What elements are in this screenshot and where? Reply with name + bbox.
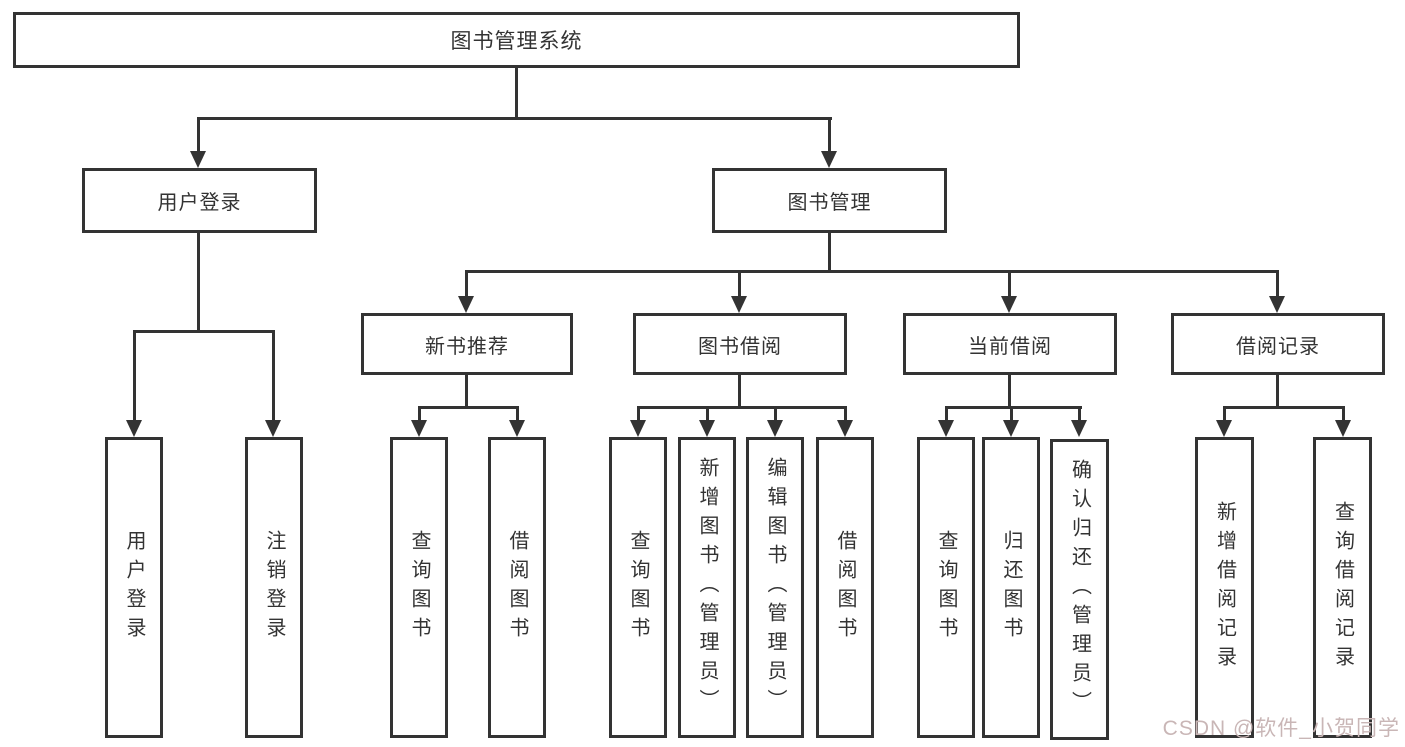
connector-line (516, 406, 519, 423)
node-current-borrowing: 当前借阅 (903, 313, 1117, 375)
leaf-edit-book-admin: 编辑图书（管理员） (746, 437, 804, 738)
node-root: 图书管理系统 (13, 12, 1020, 68)
arrow-down-icon (1071, 420, 1087, 437)
leaf-return-books: 归还图书 (982, 437, 1040, 738)
connector-line (197, 233, 200, 332)
leaf-logout: 注销登录 (245, 437, 303, 738)
connector-line (738, 375, 741, 409)
leaf-query-books-recommend: 查询图书 (390, 437, 448, 738)
node-borrowing-records: 借阅记录 (1171, 313, 1385, 375)
connector-line (1078, 406, 1081, 423)
connector-line (1342, 406, 1345, 423)
connector-line (1010, 406, 1013, 423)
arrow-down-icon (1216, 420, 1232, 437)
node-current-borrowing-label: 当前借阅 (968, 335, 1052, 358)
connector-line (133, 330, 136, 423)
arrow-down-icon (630, 420, 646, 437)
leaf-query-borrow-record: 查询借阅记录 (1313, 437, 1372, 738)
leaf-confirm-return-admin: 确认归还（管理员） (1050, 439, 1109, 740)
connector-line (1223, 406, 1345, 409)
connector-line (418, 406, 519, 409)
connector-line (844, 406, 847, 423)
arrow-down-icon (821, 151, 837, 168)
connector-line (774, 406, 777, 423)
leaf-add-book-admin: 新增图书（管理员） (678, 437, 736, 738)
arrow-down-icon (1003, 420, 1019, 437)
connector-line (197, 117, 200, 155)
connector-line (738, 270, 741, 299)
arrow-down-icon (265, 420, 281, 437)
node-book-management-label: 图书管理 (787, 192, 872, 214)
arrow-down-icon (837, 420, 853, 437)
node-new-book-recommendation: 新书推荐 (361, 313, 573, 375)
connector-line (1008, 375, 1011, 409)
leaf-borrow-books: 借阅图书 (816, 437, 874, 738)
connector-line (1008, 270, 1011, 299)
arrow-down-icon (126, 420, 142, 437)
arrow-down-icon (411, 420, 427, 437)
connector-line (828, 117, 831, 155)
node-borrowing-records-label: 借阅记录 (1236, 335, 1320, 358)
leaf-query-books-current: 查询图书 (917, 437, 975, 738)
connector-line (133, 330, 275, 333)
leaf-add-borrow-record: 新增借阅记录 (1195, 437, 1254, 738)
arrow-down-icon (1001, 296, 1017, 313)
connector-line (1276, 375, 1279, 409)
leaf-borrow-books-recommend: 借阅图书 (488, 437, 546, 738)
connector-line (418, 406, 421, 423)
connector-line (272, 330, 275, 423)
arrow-down-icon (767, 420, 783, 437)
leaf-query-books-borrow: 查询图书 (609, 437, 667, 738)
node-book-borrowing-label: 图书借阅 (698, 335, 782, 358)
node-root-label: 图书管理系统 (450, 30, 583, 53)
connector-line (637, 406, 640, 423)
arrow-down-icon (458, 296, 474, 313)
arrow-down-icon (190, 151, 206, 168)
arrow-down-icon (699, 420, 715, 437)
connector-line (515, 68, 518, 119)
watermark: CSDN @软件_小贺同学 (1162, 717, 1400, 740)
node-new-book-recommendation-label: 新书推荐 (425, 335, 509, 358)
arrow-down-icon (938, 420, 954, 437)
connector-line (1276, 270, 1279, 299)
connector-line (828, 233, 831, 273)
arrow-down-icon (1269, 296, 1285, 313)
node-user-login-label: 用户登录 (157, 192, 242, 214)
connector-line (1223, 406, 1226, 423)
connector-line (706, 406, 709, 423)
connector-line (465, 270, 468, 299)
connector-line (465, 375, 468, 409)
node-book-management: 图书管理 (712, 168, 947, 233)
leaf-user-login: 用户登录 (105, 437, 163, 738)
arrow-down-icon (1335, 420, 1351, 437)
connector-line (945, 406, 948, 423)
connector-line (465, 270, 1279, 273)
connector-line (197, 117, 832, 120)
arrow-down-icon (509, 420, 525, 437)
connector-line (945, 406, 1082, 409)
node-book-borrowing: 图书借阅 (633, 313, 847, 375)
arrow-down-icon (731, 296, 747, 313)
node-user-login: 用户登录 (82, 168, 317, 233)
connector-line (637, 406, 847, 409)
